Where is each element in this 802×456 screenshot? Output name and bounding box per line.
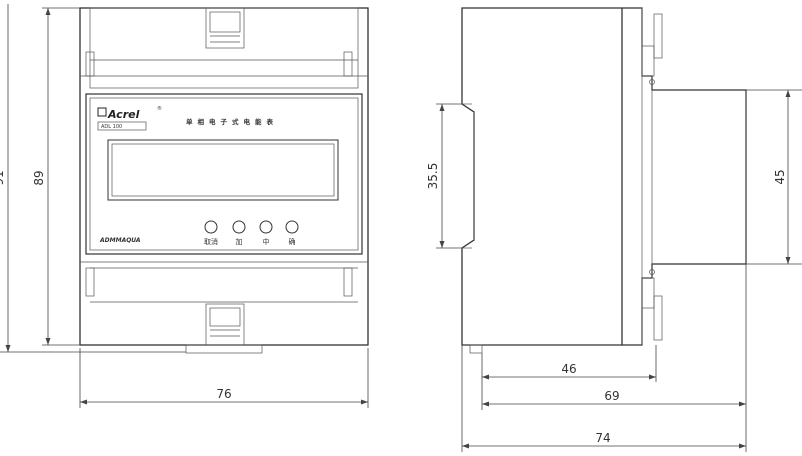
product-name: 单相电子式电能表 bbox=[186, 117, 278, 126]
brand-logo: Acrel bbox=[107, 108, 140, 121]
button-cancel[interactable] bbox=[204, 220, 218, 234]
dim-depth-74: 74 bbox=[461, 345, 747, 452]
dim-label-35-5: 35.5 bbox=[426, 163, 440, 190]
dim-label-69: 69 bbox=[604, 389, 619, 403]
registered-mark: ® bbox=[157, 105, 162, 112]
dim-label-45: 45 bbox=[773, 169, 787, 184]
dim-depth-69: 69 bbox=[481, 264, 747, 410]
button-confirm[interactable] bbox=[285, 220, 299, 234]
dim-overall-height: 91 bbox=[0, 4, 186, 353]
model-label: ADL 100 bbox=[101, 124, 122, 130]
button-plus[interactable] bbox=[232, 220, 246, 234]
dim-step-height: 45 bbox=[746, 89, 802, 265]
button-label-cancel: 取消 bbox=[204, 237, 218, 246]
logo-mark-icon bbox=[97, 107, 107, 117]
dim-label-46: 46 bbox=[561, 362, 576, 376]
dim-rail-height: 35.5 bbox=[426, 103, 462, 249]
button-label-middle: 中 bbox=[263, 237, 270, 246]
front-view: Acrel ® ADL 100 单相电子式电能表 ADMMAQUA 取消 加 中… bbox=[79, 7, 369, 354]
dim-label-76: 76 bbox=[216, 387, 231, 401]
button-row: 取消 加 中 确 bbox=[204, 220, 299, 246]
button-middle[interactable] bbox=[259, 220, 273, 234]
dim-label-91: 91 bbox=[0, 170, 6, 185]
dim-label-89: 89 bbox=[32, 170, 46, 185]
button-label-plus: 加 bbox=[236, 237, 243, 246]
side-view bbox=[461, 7, 747, 354]
bottom-label: ADMMAQUA bbox=[99, 237, 141, 244]
dim-label-74: 74 bbox=[595, 431, 610, 445]
dim-depth-46: 46 bbox=[481, 345, 657, 382]
button-label-confirm: 确 bbox=[289, 237, 296, 246]
dim-front-width: 76 bbox=[79, 348, 369, 408]
dim-front-height: 89 bbox=[32, 7, 80, 346]
